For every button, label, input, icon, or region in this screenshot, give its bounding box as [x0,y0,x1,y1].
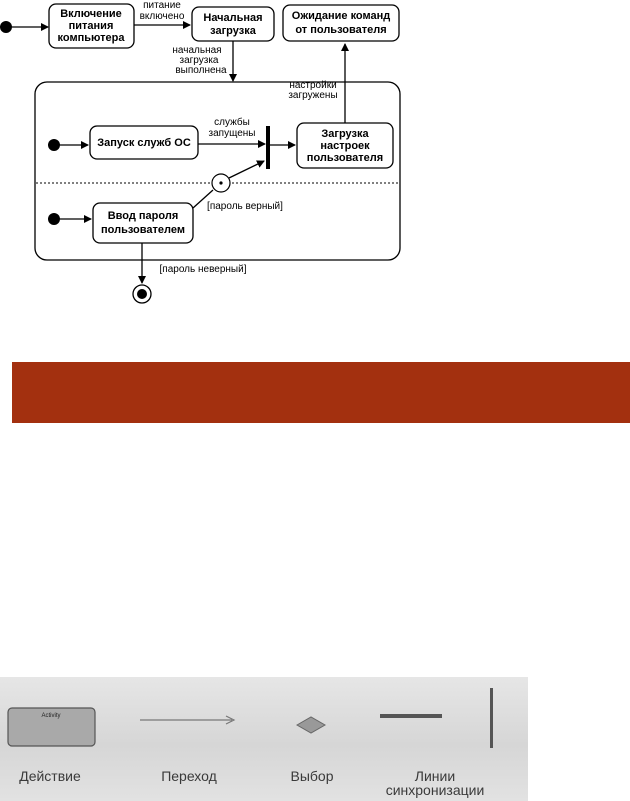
label-services-started-line2: запущены [209,128,256,139]
legend-label-choice: Выбор [290,768,334,784]
state-start-os-services-label: Запуск служб ОС [97,137,191,149]
state-initial-boot: Начальная загрузка [191,6,275,42]
red-banner [12,362,630,423]
state-await-commands: Ожидание команд от пользователя [282,4,400,42]
transition-password-correct [228,160,265,179]
legend-label-sync: Линии синхронизации [385,768,485,798]
state-load-settings-line1: Загрузка [321,128,369,140]
label-power-on-line1: питание [143,0,181,11]
transition-to-choice [192,189,214,209]
state-await-commands-line1: Ожидание команд [292,10,390,22]
label-power-on-line2: включено [140,11,185,22]
state-initial-boot-line2: загрузка [210,25,257,37]
state-enter-password-line1: Ввод пароля [108,210,179,222]
initial-state-main [0,21,12,33]
initial-state-password [48,213,60,225]
state-load-settings-line2: настроек [320,140,370,152]
state-load-settings-line3: пользователя [307,152,383,164]
state-diagram: Включение питания компьютера питание вкл… [0,0,401,304]
legend-label-transition: Переход [161,768,217,784]
label-password-correct: [пароль верный] [207,201,283,212]
label-password-wrong: [пароль неверный] [160,264,247,275]
state-load-user-settings: Загрузка настроек пользователя [296,122,394,169]
initial-state-services [48,139,60,151]
label-settings-loaded-line1: настройки [289,80,336,91]
label-boot-done-line3: выполнена [175,65,227,76]
state-enter-password-line2: пользователем [101,224,185,236]
state-power-on-line2: питания [69,20,114,32]
legend-label-activity: Действие [19,768,81,784]
state-power-on-line3: компьютера [58,32,126,44]
label-boot-done-line2: загрузка [180,55,219,66]
label-settings-loaded-line2: загружены [288,90,337,101]
label-boot-done-line1: начальная [172,45,221,56]
choice-point-dot [219,181,223,185]
state-initial-boot-line1: Начальная [203,12,262,24]
state-power-on-line1: Включение [60,8,122,20]
state-await-commands-line2: от пользователя [295,24,386,36]
state-enter-password: Ввод пароля пользователем [92,202,194,244]
state-power-on: Включение питания компьютера [48,3,135,49]
state-start-os-services: Запуск служб ОС [89,125,199,160]
sync-bar [266,126,270,169]
final-state-core [137,289,147,299]
label-services-started-line1: службы [214,116,250,128]
